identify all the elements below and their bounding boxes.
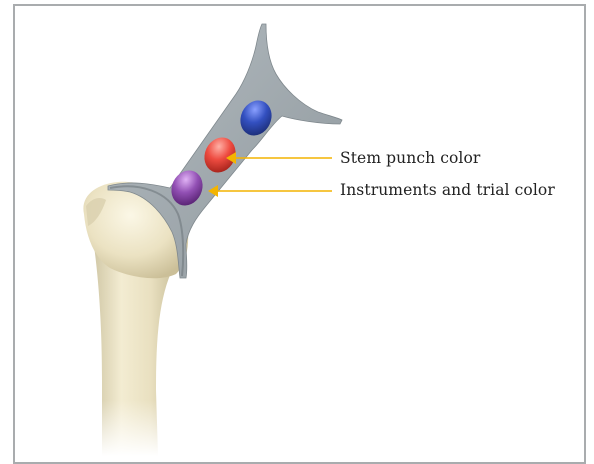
stem-punch-label: Stem punch color [340, 149, 480, 167]
instruments-trial-label: Instruments and trial color [340, 181, 555, 199]
